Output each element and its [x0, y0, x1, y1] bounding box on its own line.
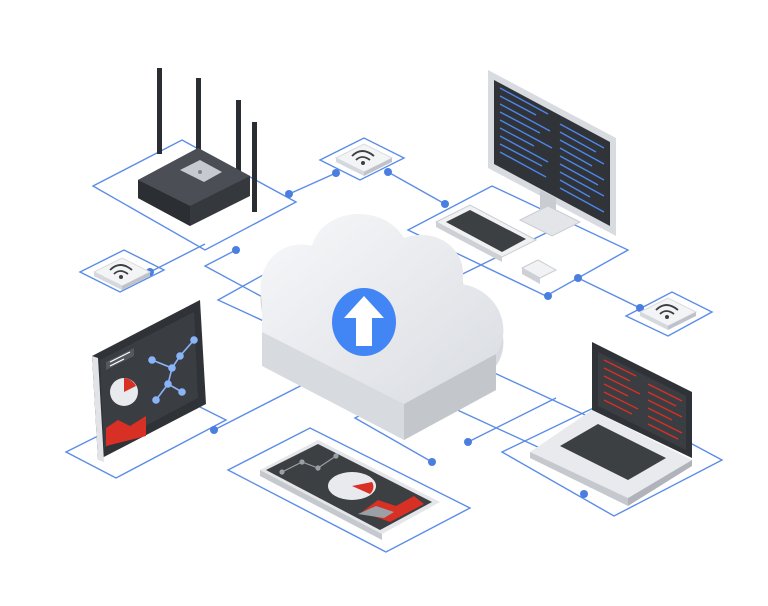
wifi-icon [334, 143, 394, 176]
keyboard-icon [434, 204, 538, 262]
phone-tile-outline [226, 427, 472, 553]
laptop-tile-outline [500, 399, 724, 517]
smartphone-analytics-icon [260, 440, 440, 540]
link-cloud-laptop [467, 397, 557, 443]
tablet-analytics-icon [92, 300, 206, 462]
desktop-tile-outline [406, 185, 630, 297]
wifi-right-tile-outline [624, 291, 714, 337]
wifi-icon [92, 257, 152, 290]
router-icon [138, 68, 257, 226]
wifi-top-tile-outline [318, 137, 406, 181]
router-tile-outline [91, 139, 298, 251]
desktop-monitor-icon [488, 70, 616, 237]
connection-lines [64, 137, 724, 553]
mouse-icon [520, 259, 558, 284]
link-wifi-top-desktop [387, 171, 446, 205]
link-router-cloud [203, 249, 269, 301]
laptop-icon [530, 342, 692, 506]
wifi-left-tile-outline [78, 249, 166, 293]
wifi-icon [638, 297, 698, 330]
link-desktop-wifi-right [577, 277, 641, 309]
link-router-wifi-top [288, 172, 337, 195]
link-cloud-tablet [213, 379, 313, 431]
upload-arrow-icon [332, 288, 396, 356]
